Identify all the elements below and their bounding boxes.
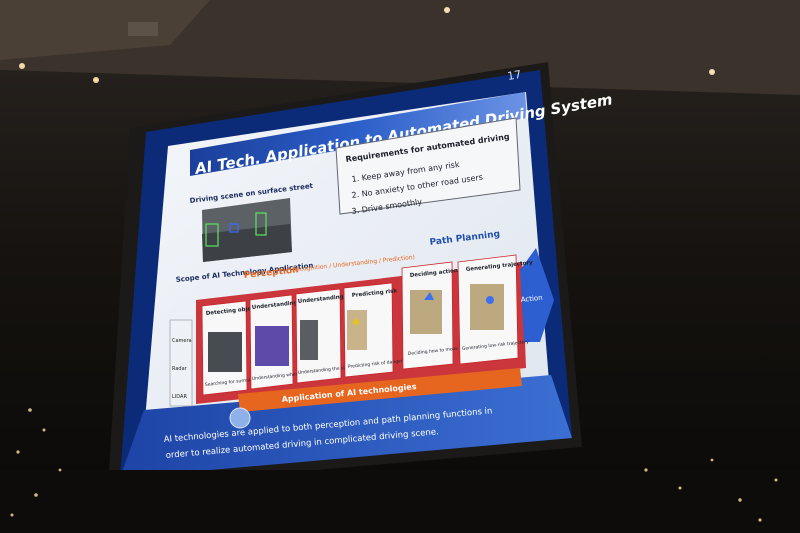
stage-card: Detecting objects Searching for surround… (201, 300, 266, 396)
ceiling-light (709, 69, 715, 75)
ceiling-panel (0, 0, 210, 60)
stage-image (255, 326, 289, 366)
sensor-radar: Radar (172, 366, 188, 372)
stage-image (410, 290, 442, 334)
requirements-box (335, 117, 521, 215)
action-arrow (520, 248, 554, 342)
sensor-lidar: LIDAR (172, 394, 187, 400)
stage-title: Predicting risk (352, 288, 398, 299)
trajectory-marker (486, 296, 494, 304)
stage-image (347, 310, 367, 350)
sensor-camera: Camera (172, 338, 192, 344)
ai-technologies-bar (238, 368, 522, 412)
detection-box (205, 223, 219, 247)
slide-footer-band (120, 375, 572, 478)
direction-arrow-icon (424, 292, 434, 300)
stage-card: Generating trajectory Generating low-ris… (457, 254, 533, 365)
room-floor (0, 470, 800, 533)
pedestrian-marker (353, 319, 359, 325)
stage-image (208, 332, 242, 372)
ceiling (0, 0, 800, 95)
ceiling-vent (128, 22, 158, 36)
detection-box (229, 223, 239, 233)
road (202, 224, 292, 262)
stage-title: Deciding action (410, 268, 459, 279)
ceiling-light (444, 7, 450, 13)
slide-title-bar (190, 92, 527, 176)
stage-card: Deciding action Deciding how to move (401, 261, 459, 370)
detection-box (255, 212, 267, 236)
ceiling-light (19, 63, 25, 69)
stage-image (470, 284, 504, 330)
stage-card: Predicting risk Predicting risk of dange… (343, 282, 404, 378)
stage-image (300, 320, 318, 360)
page-number: 17 (506, 68, 522, 83)
sensor-column (169, 319, 193, 407)
ceiling-light (93, 77, 99, 83)
brain-icon (229, 407, 251, 429)
stage-caption: Predicting risk of danger (348, 358, 404, 370)
audience-lights (10, 408, 778, 522)
stage-caption: Deciding how to move (408, 346, 459, 357)
stage-title: Detecting objects (206, 305, 262, 317)
action-label: Action (520, 294, 543, 304)
